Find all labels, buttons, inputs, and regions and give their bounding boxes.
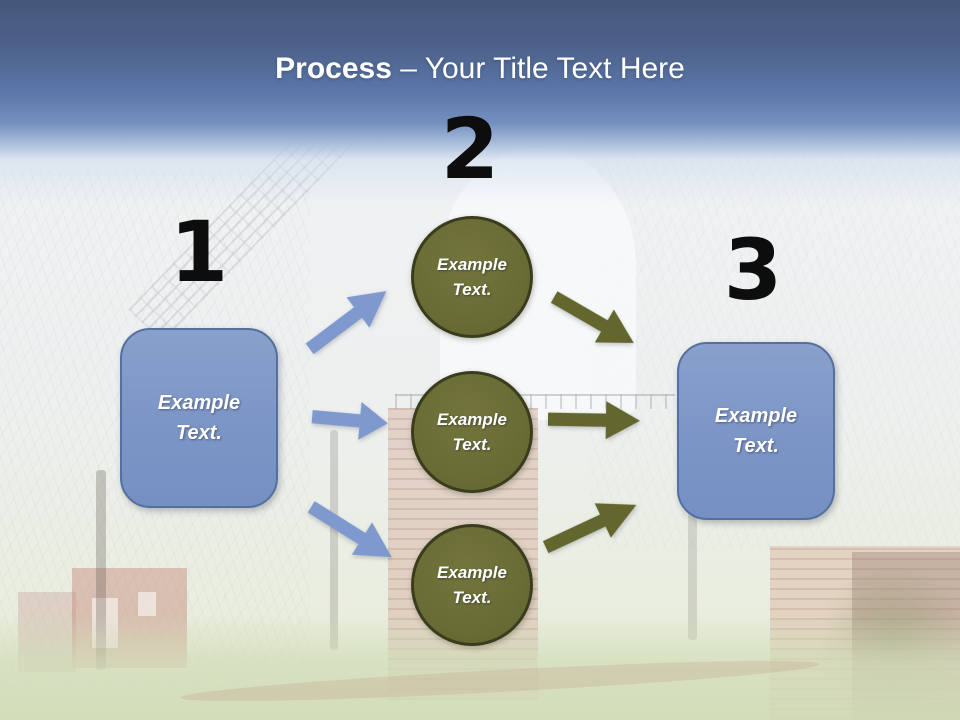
footpath-shape <box>179 653 821 709</box>
house-far-left <box>18 592 76 672</box>
circle-text-line: Example <box>437 410 507 429</box>
process-box-left: Example Text. <box>120 328 278 508</box>
arrow-middle-circle-to-right-icon <box>547 400 641 440</box>
arrow-left-to-middle-circle-icon <box>310 398 389 442</box>
step-number-2: 2 <box>440 100 500 198</box>
brick-wall-shadow <box>852 552 960 720</box>
box-text-line: Example <box>157 392 241 414</box>
box-text-line: Example <box>714 405 798 427</box>
circle-text-line: Example <box>437 255 507 274</box>
brick-wall-right <box>770 546 960 720</box>
circle-text-line: Example <box>437 563 507 582</box>
box-text-line: Text. <box>176 422 222 444</box>
circle-text-line: Text. <box>452 280 492 299</box>
step-number-1: 1 <box>169 203 229 301</box>
arrow-bottom-circle-to-right-icon <box>538 488 645 565</box>
process-circle-middle: Example Text. <box>411 371 533 493</box>
slide-title-bold: Process <box>275 52 392 85</box>
house-door <box>92 598 118 648</box>
tree-trunk <box>96 470 106 670</box>
bush-shape <box>818 560 960 720</box>
step-number-3: 3 <box>723 221 783 319</box>
arrow-left-to-bottom-circle-icon <box>301 491 402 574</box>
slide-title: Process – Your Title Text Here <box>0 52 960 86</box>
circle-text-line: Text. <box>452 588 492 607</box>
process-circle-bottom: Example Text. <box>411 524 533 646</box>
arrow-top-circle-to-right-icon <box>545 281 644 360</box>
circle-text-line: Text. <box>452 435 492 454</box>
process-circle-top: Example Text. <box>411 216 533 338</box>
arrow-left-to-top-circle-icon <box>298 276 398 364</box>
process-box-right: Example Text. <box>677 342 835 520</box>
house-window <box>138 592 156 616</box>
slide-title-rest: – Your Title Text Here <box>400 52 685 85</box>
house-left <box>72 568 187 668</box>
box-text-line: Text. <box>733 435 779 457</box>
